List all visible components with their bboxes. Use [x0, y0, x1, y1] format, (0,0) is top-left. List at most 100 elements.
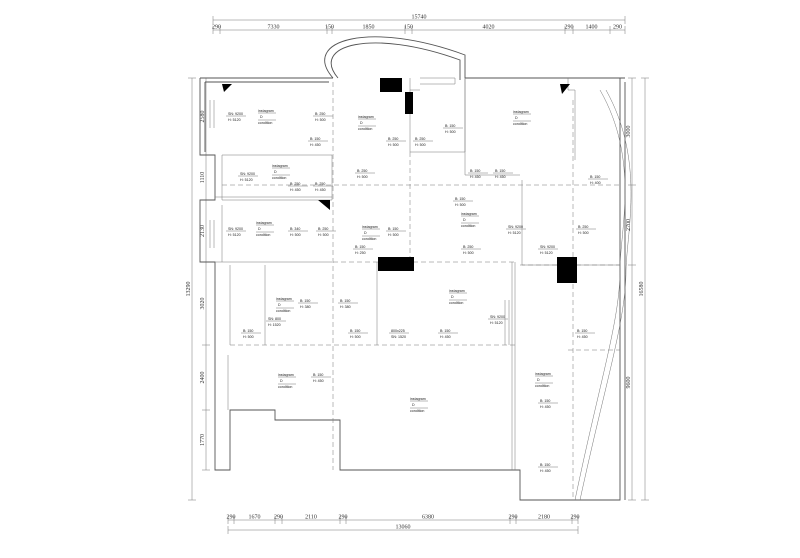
left-dimension: 1110 — [200, 172, 206, 184]
top-dimension: 290 — [212, 25, 221, 31]
svg-text:H: 250: H: 250 — [355, 251, 366, 255]
annotation: B: 250 H: 500 — [576, 225, 596, 235]
svg-text:condition: condition — [358, 127, 372, 131]
svg-text:instagram: instagram — [276, 297, 292, 301]
svg-text:D: D — [360, 121, 363, 125]
svg-text:SN: 1520: SN: 1520 — [391, 335, 406, 339]
bottom-dimension: 290 — [274, 515, 283, 521]
svg-text:condition: condition — [513, 122, 527, 126]
svg-text:condition: condition — [256, 233, 270, 237]
svg-text:SN: 9200: SN: 9200 — [228, 112, 243, 116]
svg-text:B: 150: B: 150 — [313, 373, 323, 377]
bottom-dimension: 290 — [509, 515, 518, 521]
svg-text:H: 5120: H: 5120 — [228, 233, 241, 237]
svg-text:H: 450: H: 450 — [313, 379, 324, 383]
svg-text:condition: condition — [449, 301, 463, 305]
top-dimension: 4020 — [483, 25, 495, 31]
svg-text:instagram: instagram — [358, 115, 374, 119]
svg-text:condition: condition — [278, 385, 292, 389]
svg-text:condition: condition — [535, 384, 549, 388]
svg-text:condition: condition — [461, 224, 475, 228]
svg-text:B: 250: B: 250 — [315, 182, 325, 186]
top-dimension: 1400 — [586, 25, 598, 31]
svg-text:B: 150: B: 150 — [495, 169, 505, 173]
svg-text:instagram: instagram — [278, 373, 294, 377]
svg-text:B: 250: B: 250 — [290, 182, 300, 186]
svg-text:H: 5120: H: 5120 — [540, 251, 553, 255]
svg-text:SN: 9200: SN: 9200 — [508, 225, 523, 229]
svg-text:condition: condition — [276, 309, 290, 313]
svg-text:B: 150: B: 150 — [350, 329, 360, 333]
svg-text:SN: 9200: SN: 9200 — [490, 315, 505, 319]
bottom-total-dimension: 13060 — [396, 525, 411, 531]
svg-text:B: 250: B: 250 — [357, 169, 367, 173]
svg-text:H: 450: H: 450 — [290, 188, 301, 192]
top-total-dimension: 15740 — [412, 15, 427, 21]
svg-text:H: 500: H: 500 — [318, 233, 329, 237]
svg-text:B: 150: B: 150 — [540, 463, 550, 467]
svg-text:B: 150: B: 150 — [590, 175, 600, 179]
svg-text:B: 250: B: 250 — [388, 137, 398, 141]
column — [405, 92, 413, 114]
svg-text:H: 450: H: 450 — [540, 405, 551, 409]
svg-text:B: 150: B: 150 — [470, 169, 480, 173]
svg-text:B: 150: B: 150 — [440, 329, 450, 333]
svg-text:B: 250: B: 250 — [578, 225, 588, 229]
left-dimension: 2400 — [200, 372, 206, 384]
svg-text:H: 500: H: 500 — [578, 231, 589, 235]
top-dimension: 7330 — [268, 25, 280, 31]
svg-text:H: 500: H: 500 — [388, 233, 399, 237]
svg-text:B: 150: B: 150 — [243, 329, 253, 333]
svg-text:H: 450: H: 450 — [310, 143, 321, 147]
svg-text:B: 150: B: 150 — [388, 227, 398, 231]
svg-text:D: D — [280, 379, 283, 383]
svg-text:instagram: instagram — [513, 110, 529, 114]
svg-text:H: 500: H: 500 — [357, 175, 368, 179]
top-dimension: 150 — [404, 25, 413, 31]
svg-text:condition: condition — [410, 409, 424, 413]
svg-text:D: D — [258, 227, 261, 231]
svg-text:B: 150: B: 150 — [455, 197, 465, 201]
svg-text:H: 5120: H: 5120 — [228, 118, 241, 122]
svg-text:B: 150: B: 150 — [340, 299, 350, 303]
svg-text:instagram: instagram — [258, 109, 274, 113]
bottom-dimension: 6380 — [422, 515, 434, 521]
right-dimension: 3000 — [626, 126, 632, 138]
top-dimension: 290 — [565, 25, 574, 31]
right-dimension: 2700 — [626, 219, 632, 231]
walls — [199, 36, 632, 501]
svg-text:B: 150: B: 150 — [540, 399, 550, 403]
svg-text:H: 500: H: 500 — [290, 233, 301, 237]
svg-text:800x225: 800x225 — [391, 329, 405, 333]
svg-text:H: 380: H: 380 — [340, 305, 351, 309]
svg-text:H: 500: H: 500 — [463, 251, 474, 255]
svg-text:B: 150: B: 150 — [445, 124, 455, 128]
svg-text:B: 250: B: 250 — [318, 227, 328, 231]
svg-text:SN: 9200: SN: 9200 — [228, 227, 243, 231]
column — [380, 78, 402, 92]
svg-text:instagram: instagram — [461, 212, 477, 216]
